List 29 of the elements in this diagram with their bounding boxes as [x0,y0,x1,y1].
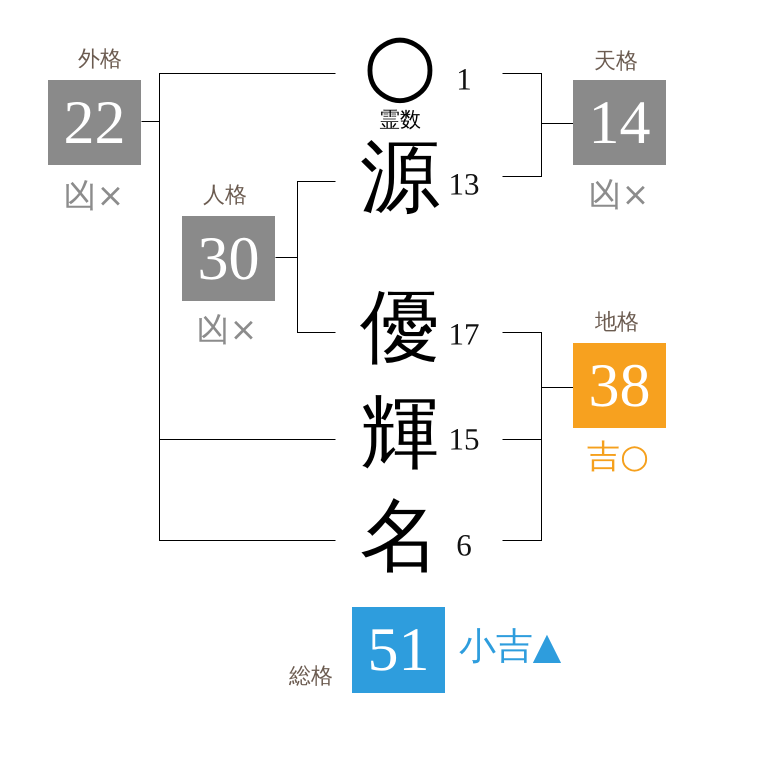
category-label: 人格 [203,185,247,207]
score-box: 30 [182,216,275,301]
category-label: 総格 [289,666,333,688]
fortune-label: 凶× [196,312,258,346]
fortune-label: 小吉▲ [458,628,562,664]
category-label: 地格 [595,312,639,334]
fortune-label: 吉○ [587,440,649,472]
placeholder-character: ○ [362,22,438,106]
score-box: 14 [573,80,666,165]
stroke-count: 15 [448,424,480,454]
name-character: 輝 [360,393,440,473]
score-box: 38 [573,343,666,428]
connector-line [275,257,336,333]
score-box: 51 [352,607,445,693]
fortune-label: 凶× [64,178,124,212]
connector-line [502,123,574,177]
category-label: 天格 [594,51,638,73]
score-box: 22 [48,80,141,165]
caption-label: 霊数 [379,110,421,130]
name-character: 名 [360,496,440,576]
name-character: 源 [360,137,440,217]
stroke-count: 13 [448,168,480,200]
category-label: 外格 [78,49,122,71]
name-character: 優 [360,287,440,367]
stroke-count: 6 [456,530,472,560]
fortune-label: 凶× [588,178,650,210]
stroke-count: 17 [448,318,480,350]
connector-line [502,387,574,541]
stroke-count: 1 [456,64,472,94]
